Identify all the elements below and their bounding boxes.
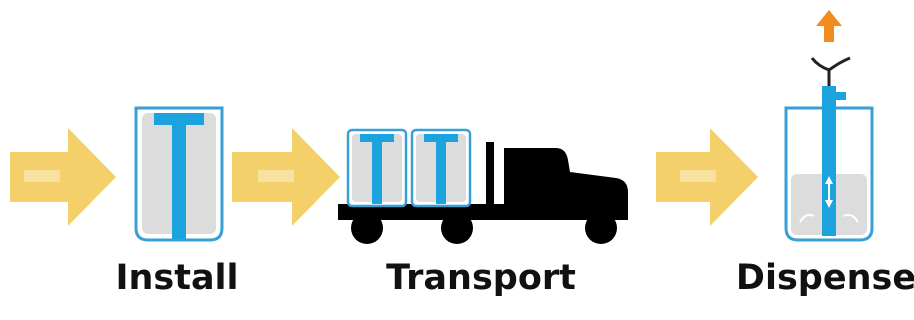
step-label-transport: Transport bbox=[386, 258, 576, 298]
step-label-install: Install bbox=[115, 258, 238, 298]
step-label-dispense: Dispense bbox=[736, 258, 914, 298]
